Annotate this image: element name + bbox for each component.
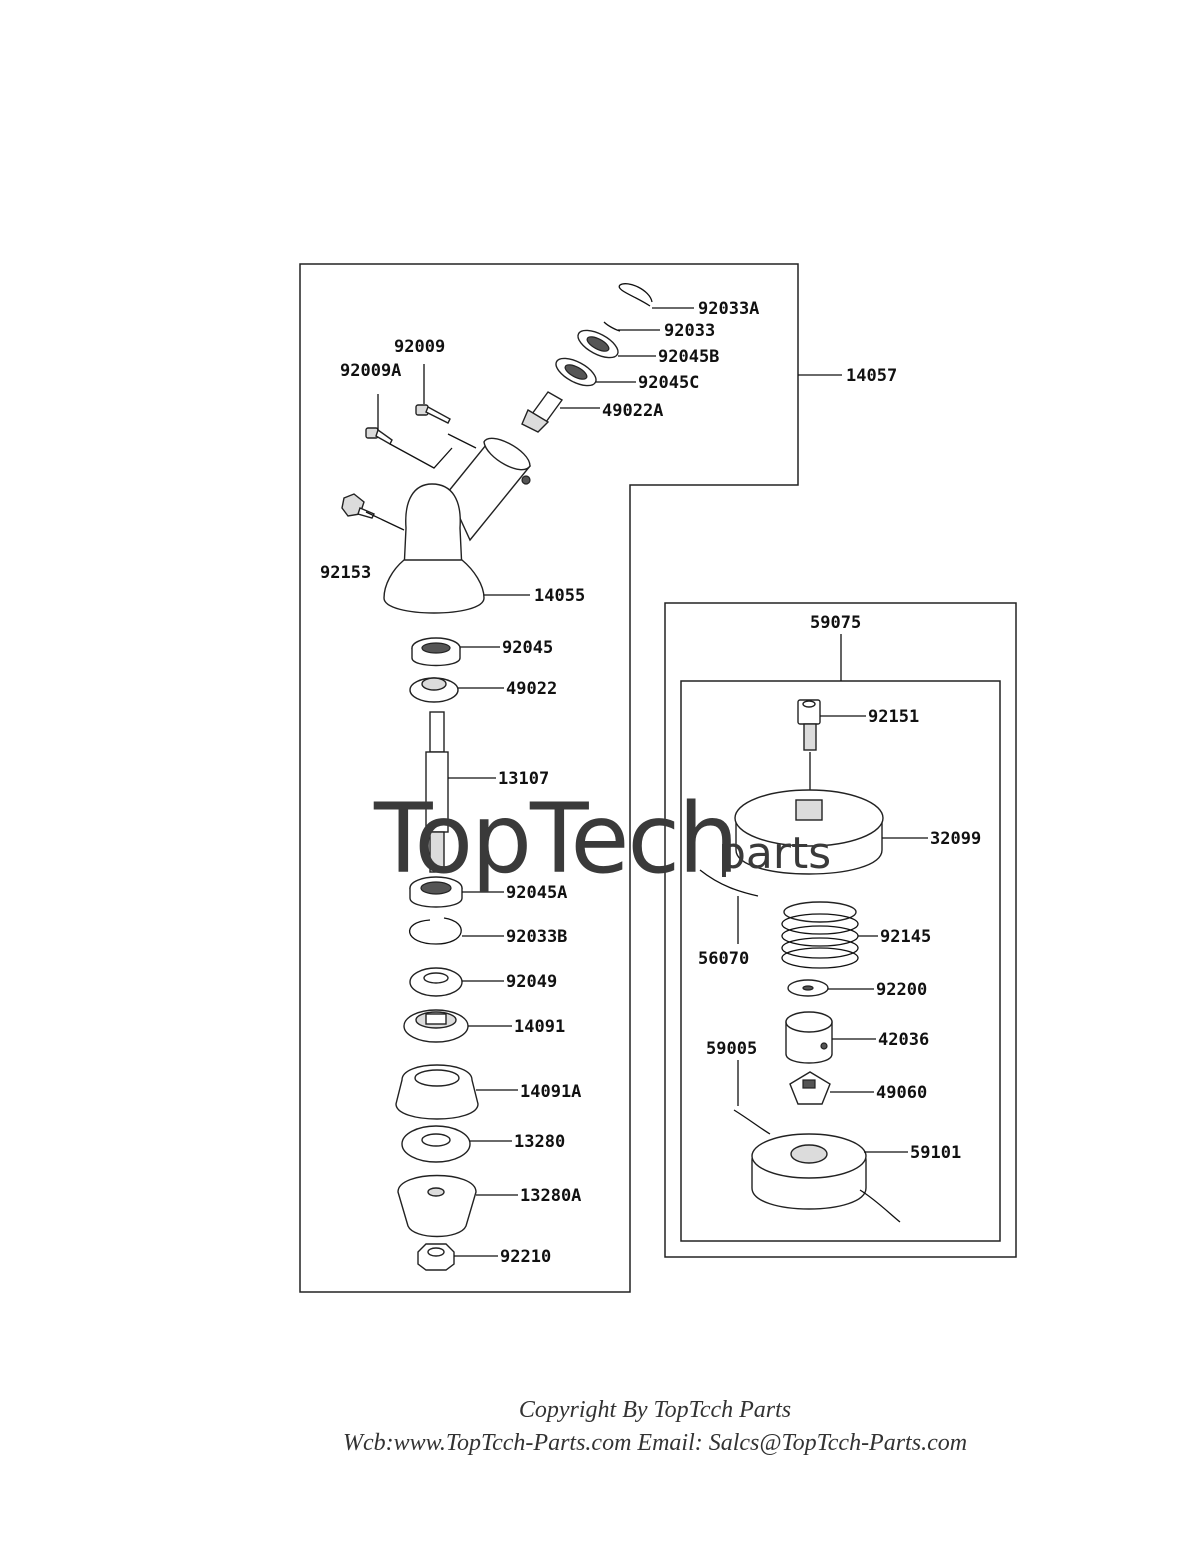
strip-56070-shape [699, 869, 759, 897]
footer-copyright: Copyright By TopTcch Parts [518, 1397, 792, 1423]
washer-92200-shape [787, 979, 829, 997]
cover-14091A-shape [395, 1064, 479, 1120]
bolt-92009A-shape [365, 427, 393, 445]
label-92033B: 92033B [506, 927, 567, 947]
circlip-92033A-shape [618, 283, 653, 307]
label-92009A: 92009A [340, 361, 401, 381]
label-92045C: 92045C [638, 373, 699, 393]
circlip-92033B-shape [409, 917, 462, 945]
sleeve-42036-shape [785, 1011, 833, 1064]
label-92153: 92153 [320, 563, 371, 583]
label-92210: 92210 [500, 1247, 551, 1267]
label-92033: 92033 [664, 321, 715, 341]
label-13280: 13280 [514, 1132, 565, 1152]
shaft-13107-shape [425, 711, 449, 873]
label-56070: 56070 [698, 949, 749, 969]
nut-92210-shape [417, 1243, 455, 1271]
cup-13280A-shape [397, 1174, 477, 1238]
bearing-92045B-shape [577, 329, 619, 359]
line-59005-shape [733, 1109, 771, 1135]
spool-59101-shape [751, 1133, 867, 1210]
label-92045A: 92045A [506, 883, 567, 903]
assembly-frame-14057 [299, 263, 799, 1293]
watermark-sub: parts [718, 828, 831, 879]
spring-92145-shape [781, 901, 859, 969]
plate-13280-shape [401, 1125, 471, 1163]
bearing-92045C-shape [555, 357, 597, 387]
line-tail-shape [859, 1189, 901, 1223]
bearing-92045A-shape [409, 876, 463, 908]
label-13107: 13107 [498, 769, 549, 789]
label-59075: 59075 [810, 613, 861, 633]
label-49022A: 49022A [602, 401, 663, 421]
ring-92033-shape [603, 321, 621, 332]
watermark-main: TopTech [373, 783, 737, 895]
label-14055: 14055 [534, 586, 585, 606]
bearing-92045-shape [411, 637, 461, 667]
bolt-92009-shape [415, 404, 451, 424]
label-92151: 92151 [868, 707, 919, 727]
label-92009: 92009 [394, 337, 445, 357]
label-59005: 59005 [706, 1039, 757, 1059]
leader-lines [365, 307, 928, 1257]
housing-32099-shape [734, 789, 884, 875]
collar-49022-shape [409, 677, 459, 703]
nut-49060-shape [789, 1071, 831, 1105]
label-49060: 49060 [876, 1083, 927, 1103]
label-32099: 32099 [930, 829, 981, 849]
label-14091: 14091 [514, 1017, 565, 1037]
label-92033A: 92033A [698, 299, 759, 319]
assembly-frame-59075-outer [664, 602, 1017, 1258]
label-14091A: 14091A [520, 1082, 581, 1102]
label-42036: 42036 [878, 1030, 929, 1050]
holder-14091-shape [403, 1009, 469, 1043]
label-59101: 59101 [910, 1143, 961, 1163]
label-49022: 49022 [506, 679, 557, 699]
bolt-92153-shape [341, 493, 375, 519]
label-13280A: 13280A [520, 1186, 581, 1206]
collar-49022A-shape [521, 391, 564, 433]
washer-92049-shape [409, 967, 463, 997]
label-92049: 92049 [506, 972, 557, 992]
label-92045B: 92045B [658, 347, 719, 367]
gear-case-14055-shape [383, 437, 532, 614]
label-14057: 14057 [846, 366, 897, 386]
label-92045: 92045 [502, 638, 553, 658]
label-92145: 92145 [880, 927, 931, 947]
bolt-92151-shape [797, 699, 821, 790]
label-92200: 92200 [876, 980, 927, 1000]
footer-contact: Wcb:www.TopTcch-Parts.com Email: Salcs@T… [342, 1430, 968, 1456]
